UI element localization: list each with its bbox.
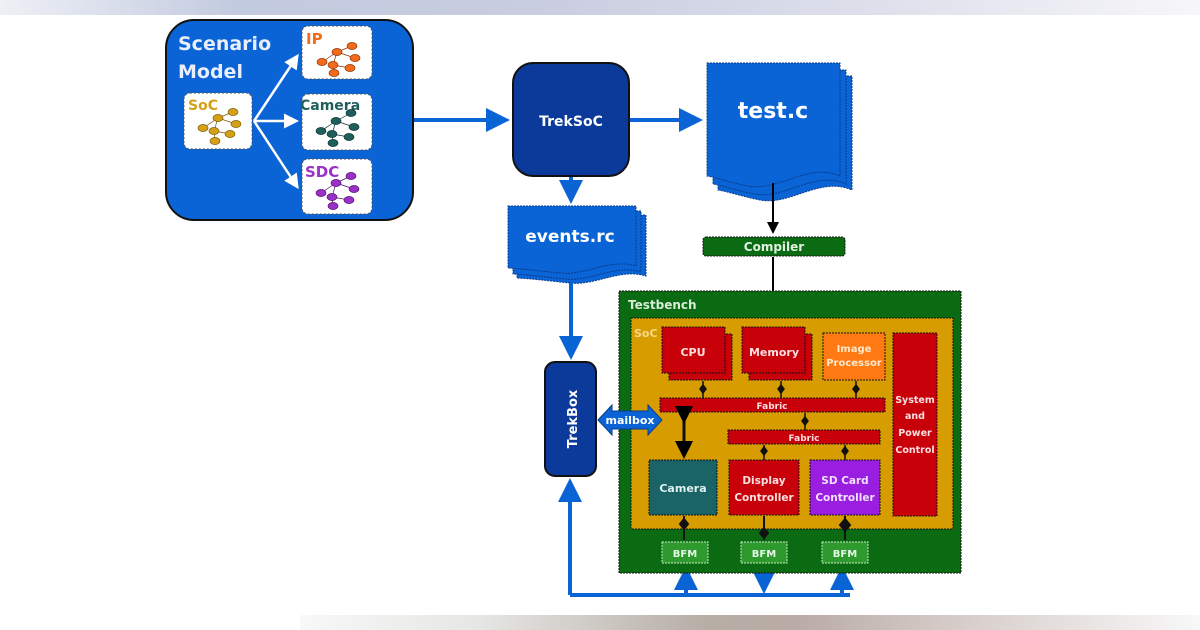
bfm-connectors bbox=[678, 516, 852, 540]
camera-label: Camera bbox=[659, 482, 706, 495]
treksoc-box: TrekSoC bbox=[512, 62, 630, 177]
soc-label: SoC bbox=[634, 327, 658, 340]
scenario-model-box: Scenario Model SoC IP bbox=[165, 19, 414, 221]
memory-label: Memory bbox=[749, 346, 799, 359]
image-processor-label-line1: Image bbox=[837, 344, 872, 355]
image-processor-label-line2: Processor bbox=[826, 358, 882, 369]
scenario-model-title-line1: Scenario bbox=[178, 33, 271, 55]
bottom-fabric-connectors bbox=[760, 445, 849, 460]
testbench-label: Testbench bbox=[628, 298, 697, 312]
testbench-box: Testbench SoC CPU Memory Image Processor bbox=[618, 290, 962, 574]
sdc-graph-icon bbox=[315, 172, 360, 210]
spc-label-line2: and bbox=[905, 411, 925, 422]
bottom-gradient-band bbox=[300, 615, 1200, 630]
bfm-block-2: BFM bbox=[740, 541, 788, 564]
compiler-box: Compiler bbox=[702, 236, 846, 257]
camera-block: Camera bbox=[648, 459, 718, 516]
events-rc-document: events.rc bbox=[507, 205, 647, 284]
soc-graph-card: SoC bbox=[183, 92, 253, 150]
scenario-model-title-line2: Model bbox=[178, 61, 243, 83]
sdcard-controller-label-line2: Controller bbox=[815, 492, 875, 504]
bfm-label-2: BFM bbox=[752, 549, 776, 560]
top-gradient-band bbox=[0, 0, 1200, 15]
fabric-interconnect bbox=[801, 413, 809, 430]
treksoc-label: TrekSoC bbox=[539, 114, 603, 130]
fabric-top-bus: Fabric bbox=[659, 397, 886, 413]
display-controller-label-line2: Controller bbox=[734, 492, 794, 504]
trekbox-label: TrekBox bbox=[566, 389, 581, 448]
bfm-block-1: BFM bbox=[661, 541, 709, 564]
bfm-label-3: BFM bbox=[833, 549, 857, 560]
ip-graph-card: IP bbox=[301, 25, 373, 80]
events-rc-label: events.rc bbox=[525, 227, 614, 247]
bfm-return-bus bbox=[558, 478, 854, 597]
bfm-block-3: BFM bbox=[821, 541, 869, 564]
trekbox-box: TrekBox bbox=[544, 361, 597, 477]
ip-graph-label: IP bbox=[306, 30, 323, 48]
fabric-bottom-bus: Fabric bbox=[727, 429, 881, 445]
scenario-fanout-arrows bbox=[252, 53, 299, 190]
spc-label-line3: Power bbox=[898, 428, 932, 439]
ip-graph-icon bbox=[316, 42, 361, 77]
test-c-label: test.c bbox=[738, 99, 808, 124]
system-power-control-block: System and Power Control bbox=[892, 332, 938, 517]
bfm-label-1: BFM bbox=[673, 549, 697, 560]
sdcard-controller-label-line1: SD Card bbox=[821, 475, 868, 487]
test-c-document: test.c bbox=[706, 62, 853, 202]
spc-label-line1: System bbox=[895, 395, 935, 406]
soc-graph-label: SoC bbox=[188, 98, 218, 114]
sdc-graph-label: SDC bbox=[305, 163, 339, 181]
camera-graph-card: Camera bbox=[300, 93, 373, 151]
soc-area: SoC CPU Memory Image Processor bbox=[630, 317, 954, 530]
display-controller-label-line1: Display bbox=[742, 475, 785, 487]
camera-graph-icon bbox=[315, 109, 360, 147]
camera-graph-label: Camera bbox=[300, 98, 360, 114]
display-controller-block: Display Controller bbox=[728, 459, 800, 516]
compiler-label: Compiler bbox=[744, 240, 805, 254]
image-processor-block: Image Processor bbox=[822, 332, 886, 381]
fabric-bottom-label: Fabric bbox=[789, 434, 820, 444]
mailbox-arrow: mailbox bbox=[597, 403, 663, 437]
sdc-graph-card: SDC bbox=[301, 158, 373, 215]
fabric-top-label: Fabric bbox=[757, 402, 788, 412]
memory-block: Memory bbox=[741, 326, 813, 381]
mailbox-label: mailbox bbox=[606, 414, 655, 427]
sdcard-controller-block: SD Card Controller bbox=[809, 459, 881, 516]
top-fabric-connectors bbox=[699, 381, 860, 398]
soc-graph-icon bbox=[197, 108, 242, 145]
cpu-label: CPU bbox=[680, 346, 705, 359]
spc-label-line4: Control bbox=[895, 445, 934, 456]
cpu-block: CPU bbox=[661, 326, 733, 381]
